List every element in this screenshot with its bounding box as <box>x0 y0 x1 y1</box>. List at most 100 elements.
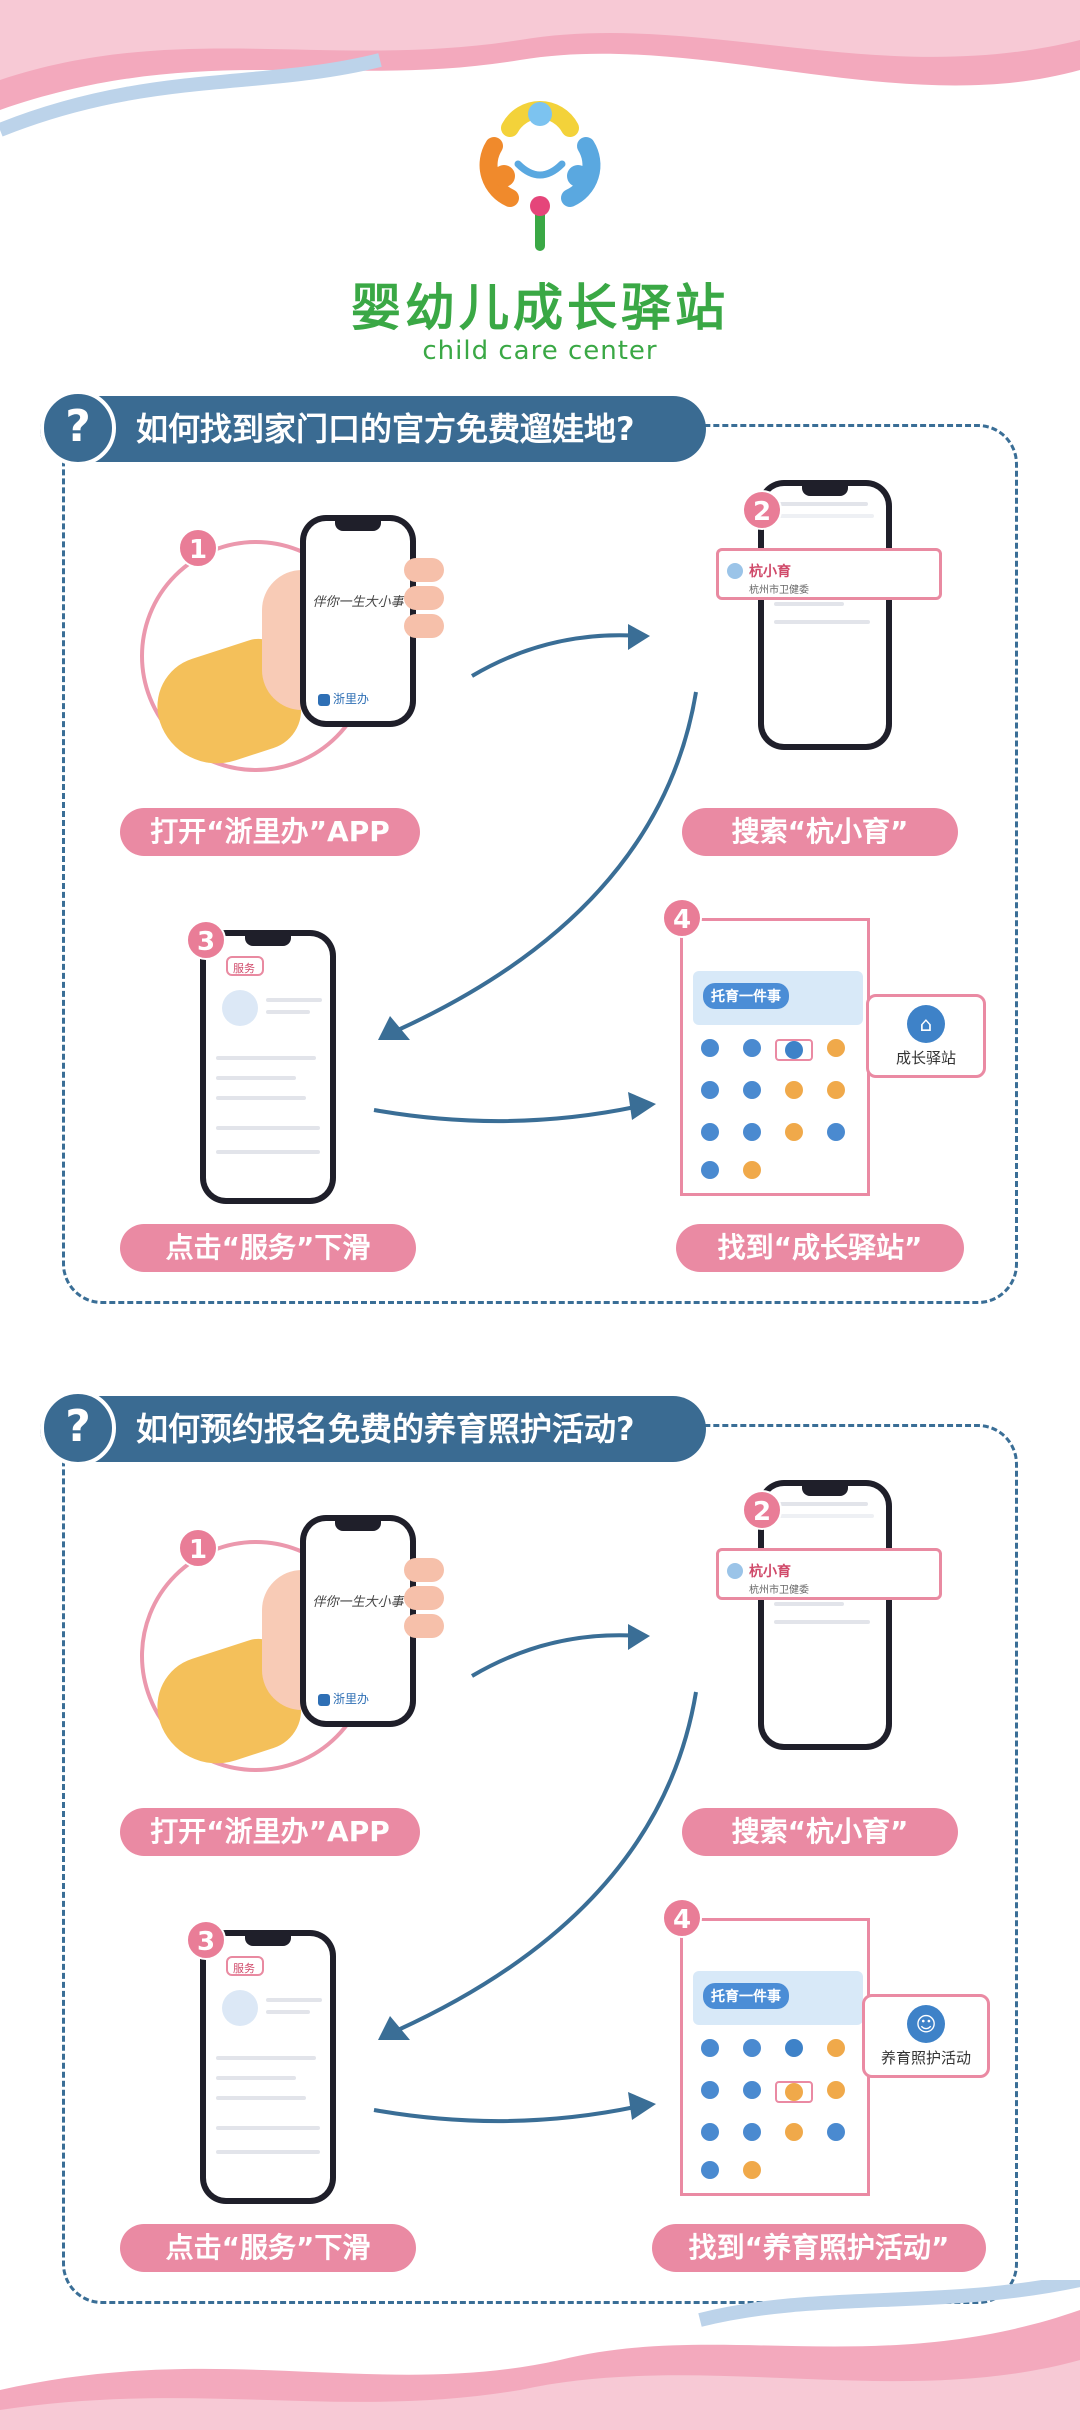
station-callout-label: 成长驿站 <box>895 1049 956 1067</box>
step-number: 3 <box>186 920 226 960</box>
service-icon <box>733 2081 771 2099</box>
content-line <box>216 2096 306 2100</box>
arrow-icon <box>470 1624 650 1678</box>
zheliban-icon <box>318 1693 330 1706</box>
station-icon[interactable] <box>775 1039 813 1061</box>
step4-label: 找到“成长驿站” <box>676 1224 964 1272</box>
step1-label: 打开“浙里办”APP <box>120 1808 420 1856</box>
service-icon <box>817 2123 855 2141</box>
search-bar <box>778 1502 868 1506</box>
phone-app-home: 伴你一生大小事 浙里办 <box>300 515 416 727</box>
hangxiaoyu-icon <box>727 563 743 579</box>
service-icon <box>691 1081 729 1099</box>
station-callout[interactable]: ⌂ 成长驿站 <box>866 994 986 1078</box>
phone-search-result <box>758 480 892 750</box>
service-icon <box>775 1123 813 1141</box>
arrow-icon <box>378 1691 698 2040</box>
content-line <box>216 1096 306 1100</box>
banner-text: 托育一件事 <box>703 983 789 1009</box>
content-line <box>266 1998 322 2002</box>
phone-app-home: 伴你一生大小事 浙里办 <box>300 1515 416 1727</box>
service-header <box>683 1921 867 1943</box>
top-wave-decoration <box>0 0 1080 137</box>
content-line <box>216 2150 320 2154</box>
activity-callout[interactable]: ☺ 养育照护活动 <box>862 1994 990 2078</box>
finger-2 <box>404 586 444 610</box>
content-line <box>216 1056 316 1060</box>
mascot <box>222 1990 258 2026</box>
service-icon <box>691 2081 729 2099</box>
step2-label: 搜索“杭小育” <box>682 1808 958 1856</box>
service-icon <box>775 1081 813 1099</box>
finger-1 <box>404 558 444 582</box>
arrow-icon <box>373 2092 656 2124</box>
service-icon <box>817 2081 855 2099</box>
service-page: 托育一件事 <box>680 918 870 1196</box>
service-tab-highlight[interactable]: 服务 <box>226 956 264 976</box>
filter-line <box>774 1514 874 1518</box>
service-icon <box>817 1039 855 1057</box>
question-text: 如何找到家门口的官方免费遛娃地? <box>136 410 635 448</box>
finger-3 <box>404 614 444 638</box>
step-number: 2 <box>742 490 782 530</box>
banner-text: 托育一件事 <box>703 1983 789 2009</box>
question-bar <box>40 1396 706 1462</box>
result-subtitle: 杭州市卫健委 <box>749 1585 809 1596</box>
search-result-card[interactable]: 杭小育 杭州市卫健委 <box>716 1548 942 1600</box>
result-title: 杭小育 <box>749 564 791 580</box>
station-icon: ⌂ <box>907 1005 945 1043</box>
arrow-icon <box>378 691 698 1040</box>
result-line <box>774 602 844 606</box>
service-tab-label: 服务 <box>233 1962 255 1975</box>
service-icon <box>733 1081 771 1099</box>
step4-label: 找到“养育照护活动” <box>652 2224 986 2272</box>
brand-name-en: child care center <box>422 336 658 366</box>
zheliban-icon <box>318 693 330 706</box>
app-name: 浙里办 <box>318 690 369 707</box>
step-number: 1 <box>178 1528 218 1568</box>
banner: 托育一件事 <box>693 971 863 1025</box>
search-bar <box>778 502 868 506</box>
content-line <box>266 1010 310 1014</box>
service-icon <box>733 2161 771 2179</box>
step3-label: 点击“服务”下滑 <box>120 1224 416 1272</box>
content-line <box>216 1076 296 1080</box>
search-result-card[interactable]: 杭小育 杭州市卫健委 <box>716 548 942 600</box>
finger-3 <box>404 1614 444 1638</box>
service-icon <box>691 1123 729 1141</box>
logo-mark-icon <box>479 101 601 251</box>
section-book-activity: ? 如何预约报名免费的养育照护活动? 伴你一生大小事 浙里办 1 打开“浙里办”… <box>0 1390 1080 2320</box>
brand-name-cn: 婴幼儿成长驿站 <box>351 279 729 337</box>
question-icon: ? <box>40 390 116 466</box>
step-number: 4 <box>662 1898 702 1938</box>
step-number: 4 <box>662 898 702 938</box>
service-icon <box>691 1161 729 1179</box>
step1-label: 打开“浙里办”APP <box>120 808 420 856</box>
hangxiaoyu-icon <box>727 1563 743 1579</box>
phone-service-tab: 服务 <box>200 1930 336 2204</box>
service-icon <box>733 2039 771 2057</box>
result-line <box>774 1602 844 1606</box>
service-icon <box>775 2123 813 2141</box>
app-name-label: 浙里办 <box>333 692 370 706</box>
app-slogan: 伴你一生大小事 <box>312 1595 404 1610</box>
service-icon <box>733 1161 771 1179</box>
phone-search-result <box>758 1480 892 1750</box>
stroller-icon: ☺ <box>907 2005 945 2043</box>
app-name: 浙里办 <box>318 1690 369 1707</box>
content-line <box>216 2056 316 2060</box>
service-tab-highlight[interactable]: 服务 <box>226 1956 264 1976</box>
question-icon: ? <box>40 1390 116 1466</box>
service-icon <box>775 2039 813 2057</box>
service-icon <box>733 1039 771 1057</box>
service-icon <box>817 2039 855 2057</box>
finger-2 <box>404 1586 444 1610</box>
step2-label: 搜索“杭小育” <box>682 808 958 856</box>
service-icon <box>691 2161 729 2179</box>
mascot <box>222 990 258 1026</box>
content-line <box>266 998 322 1002</box>
service-icon <box>817 1081 855 1099</box>
service-icon <box>733 1123 771 1141</box>
stroller-icon[interactable] <box>775 2081 813 2103</box>
arrow-icon <box>470 624 650 678</box>
